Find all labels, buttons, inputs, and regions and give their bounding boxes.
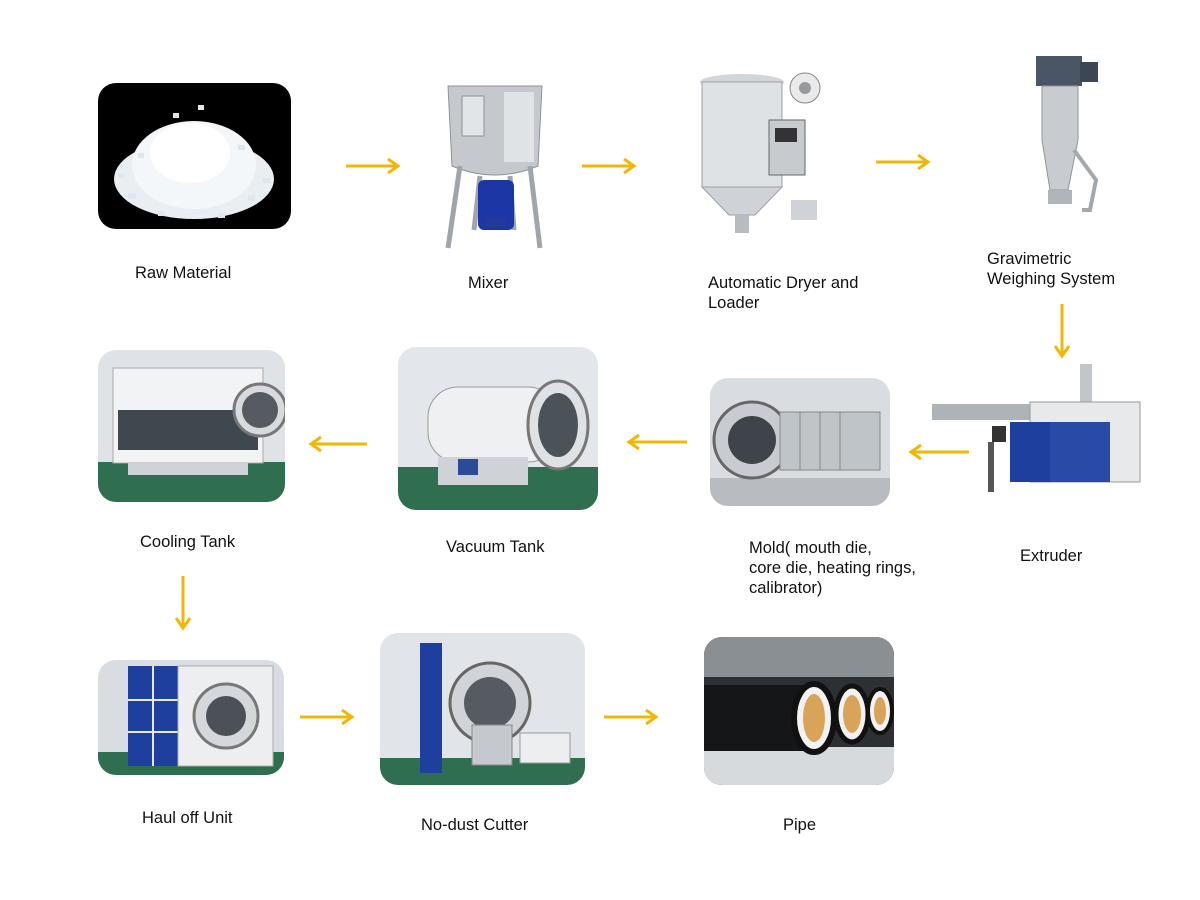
arrow-down-icon	[1053, 304, 1071, 359]
vacuum-tank-image	[398, 347, 598, 510]
arrow-right-icon	[582, 157, 637, 175]
arrow-right-icon	[876, 153, 931, 171]
arrow-right-icon	[300, 708, 355, 726]
pipe-label: Pipe	[783, 816, 817, 834]
mold-label: Mold( mouth die, core die, heating rings…	[749, 539, 916, 597]
arrow-down-icon	[174, 576, 192, 631]
cutter-label: No-dust Cutter	[421, 816, 529, 834]
cooling-tank-label: Cooling Tank	[140, 533, 236, 551]
arrow-left-icon	[308, 435, 367, 453]
weighing-system-image	[1030, 50, 1102, 215]
pipe-image	[704, 637, 894, 785]
cooling-tank-image	[98, 350, 285, 502]
dryer-label: Automatic Dryer and Loader	[708, 274, 859, 312]
arrow-right-icon	[604, 708, 659, 726]
raw-material-image	[98, 83, 291, 229]
haul-off-label: Haul off Unit	[142, 809, 233, 827]
extruder-label: Extruder	[1020, 547, 1083, 565]
extruder-image	[930, 362, 1150, 497]
mixer-label: Mixer	[468, 274, 509, 292]
arrow-right-icon	[346, 157, 401, 175]
raw-material-label: Raw Material	[135, 264, 232, 282]
vacuum-tank-label: Vacuum Tank	[446, 538, 545, 556]
weighing-label: Gravimetric Weighing System	[987, 250, 1116, 288]
arrow-left-icon	[626, 433, 687, 451]
arrow-left-icon	[908, 443, 969, 461]
dryer-image	[697, 70, 827, 235]
cutter-image	[380, 633, 585, 785]
mixer-image	[440, 80, 550, 250]
haul-off-image	[98, 660, 284, 775]
mold-image	[710, 378, 890, 506]
